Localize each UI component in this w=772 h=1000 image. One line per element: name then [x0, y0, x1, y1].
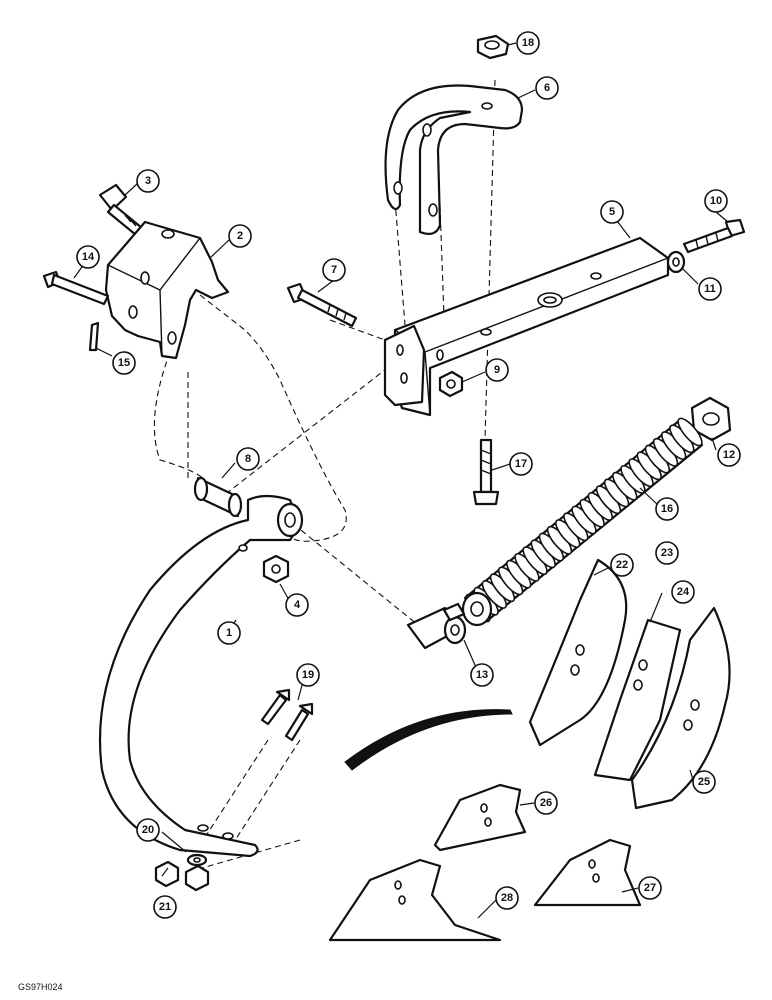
- callout-17-label: 17: [515, 458, 527, 470]
- callout-16-label: 16: [661, 503, 673, 515]
- callout-8: 8: [236, 447, 260, 471]
- callout-4-label: 4: [294, 599, 301, 611]
- callout-19-label: 19: [302, 669, 314, 681]
- callout-9: 9: [485, 358, 509, 382]
- callout-22: 22: [610, 553, 634, 577]
- nut-18: [476, 34, 510, 60]
- callout-7: 7: [322, 258, 346, 282]
- callout-20: 20: [136, 818, 160, 842]
- callout-12: 12: [717, 443, 741, 467]
- callout-28-label: 28: [501, 892, 513, 904]
- callout-17: 17: [509, 452, 533, 476]
- hardware-20-21: [154, 853, 210, 892]
- callout-27-label: 27: [644, 882, 656, 894]
- callout-5: 5: [600, 200, 624, 224]
- callout-16: 16: [655, 497, 679, 521]
- callout-21: 21: [153, 895, 177, 919]
- bracket-6: [384, 84, 524, 235]
- callout-8-label: 8: [245, 453, 251, 465]
- callout-14: 14: [76, 245, 100, 269]
- beam-5: [383, 236, 670, 417]
- callout-4: 4: [285, 593, 309, 617]
- callout-15: 15: [112, 351, 136, 375]
- bracket-2: [104, 220, 230, 360]
- point-25: [630, 606, 731, 810]
- sweep-28: [328, 858, 502, 942]
- drawing-code: GS97H024: [18, 982, 63, 992]
- callout-2-label: 2: [237, 230, 243, 242]
- callout-6: 6: [535, 76, 559, 100]
- callout-14-label: 14: [82, 251, 95, 263]
- soil-line: [344, 709, 513, 771]
- shank-1: [98, 494, 304, 858]
- callout-20-label: 20: [142, 824, 154, 836]
- assembly-lines: [153, 79, 496, 871]
- callout-6-label: 6: [544, 82, 550, 94]
- sweep-26: [433, 783, 527, 852]
- sweep-27: [533, 838, 642, 907]
- callout-13: 13: [470, 663, 494, 687]
- callout-21-label: 21: [159, 901, 171, 913]
- bolt-3: [98, 183, 144, 237]
- callout-11-label: 11: [704, 283, 716, 295]
- callout-13-label: 13: [476, 669, 488, 681]
- callout-1-label: 1: [226, 627, 232, 639]
- callout-2: 2: [228, 224, 252, 248]
- callouts: 1 2 3 4 5 6 7 8 9 10 11 12 13 14 15 16 1…: [76, 31, 741, 919]
- callout-11: 11: [698, 277, 722, 301]
- callout-26: 26: [534, 791, 558, 815]
- spring-16: [461, 417, 704, 627]
- bolt-10: [682, 218, 746, 254]
- callout-19: 19: [296, 663, 320, 687]
- nut-4: [262, 554, 290, 584]
- callout-25-label: 25: [698, 776, 710, 788]
- callout-9-label: 9: [494, 364, 500, 376]
- callout-22-label: 22: [616, 559, 628, 571]
- callout-23-label: 23: [661, 547, 673, 559]
- point-24: [593, 618, 682, 782]
- nut-9: [438, 370, 464, 398]
- callout-5-label: 5: [609, 206, 615, 218]
- callout-27: 27: [638, 876, 662, 900]
- callout-10: 10: [704, 189, 728, 213]
- cotter-pin-15: [88, 321, 100, 352]
- pin-14: [42, 270, 110, 306]
- spring-coil: [677, 417, 703, 447]
- callout-10-label: 10: [710, 195, 722, 207]
- callout-1: 1: [217, 621, 241, 645]
- callout-24-label: 24: [677, 586, 690, 598]
- callout-3: 3: [136, 169, 160, 193]
- callout-3-label: 3: [145, 175, 151, 187]
- callout-24: 24: [671, 580, 695, 604]
- callout-12-label: 12: [723, 449, 735, 461]
- bushing-8: [193, 476, 243, 518]
- callout-18: 18: [516, 31, 540, 55]
- callout-leaders: [73, 42, 729, 919]
- callout-18-label: 18: [522, 37, 534, 49]
- bolt-7: [286, 282, 358, 328]
- callout-7-label: 7: [331, 264, 337, 276]
- callout-25: 25: [692, 770, 716, 794]
- callout-26-label: 26: [540, 797, 552, 809]
- bolt-17: [472, 438, 500, 506]
- callout-23: 23: [655, 541, 679, 565]
- plow-bolts-19: [260, 688, 314, 742]
- swivel-13: [406, 602, 467, 650]
- point-22-23: [528, 558, 628, 747]
- washer-11: [666, 250, 686, 274]
- callout-15-label: 15: [118, 357, 130, 369]
- callout-28: 28: [495, 886, 519, 910]
